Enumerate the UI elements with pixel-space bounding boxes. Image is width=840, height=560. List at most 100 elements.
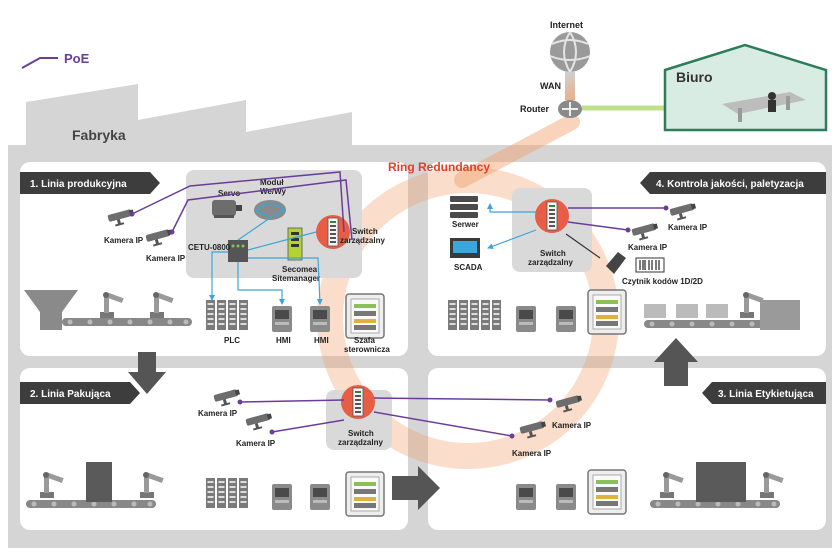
flow-arrow-right <box>392 466 440 510</box>
server-icon <box>450 196 478 218</box>
server-label: Serwer <box>452 220 479 229</box>
factory-title: Fabryka <box>72 127 126 143</box>
office-building: Biuro <box>663 43 828 132</box>
link-cetu-plc <box>209 251 228 301</box>
l4-cabinet <box>587 289 627 335</box>
l2-hmi-1 <box>272 484 292 510</box>
servo-label: Servo <box>218 189 240 198</box>
router-label: Router <box>520 104 549 114</box>
cabinet-icon <box>345 293 385 339</box>
link-server <box>487 203 536 213</box>
office-title: Biuro <box>676 69 713 85</box>
line2-switch-icon <box>340 384 376 420</box>
flow-arrow-down <box>128 352 166 394</box>
flow-arrow-up <box>654 338 698 386</box>
link-scada <box>487 229 537 250</box>
l4-rack-2 <box>459 300 468 330</box>
poe-link-l3-cam2 <box>373 411 515 439</box>
l4-hmi-2 <box>556 306 576 332</box>
servo-icon <box>212 200 242 218</box>
line2-camera-2-label: Kamera IP <box>236 439 276 448</box>
secomea-icon <box>287 227 303 261</box>
line4-camera-2-label: Kamera IP <box>628 243 668 252</box>
office-workstation-icon <box>722 92 806 122</box>
internet-label: Internet <box>550 20 583 30</box>
poe-link-cam1 <box>129 171 345 233</box>
legend: PoE <box>21 51 90 69</box>
l2-hmi-2 <box>310 484 330 510</box>
plc-rack-4 <box>239 300 248 330</box>
line3-machinery <box>650 462 784 508</box>
ring-uplink <box>454 114 580 188</box>
l2-rack-1 <box>206 478 215 508</box>
l4-rack-4 <box>481 300 490 330</box>
zone-title-line4: 4. Kontrola jakości, paletyzacja <box>656 179 804 190</box>
cetu-icon <box>228 240 248 262</box>
hmi-2-label: HMI <box>314 336 329 345</box>
poe-link-l3-cam1 <box>373 397 553 403</box>
link-reader <box>565 233 601 259</box>
router-icon <box>558 100 582 118</box>
line3-camera-2-label: Kamera IP <box>512 449 552 458</box>
l2-cabinet <box>345 471 385 517</box>
l4-rack-3 <box>470 300 479 330</box>
zone-header-line1: 1. Linia produkcyjna <box>20 172 160 194</box>
l2-rack-3 <box>228 478 237 508</box>
scada-label: SCADA <box>454 263 483 272</box>
plc-rack-2 <box>217 300 226 330</box>
cetu-label: CETU-0800 <box>188 243 231 252</box>
poe-link-l2-cam2 <box>269 419 345 435</box>
l3-cabinet <box>587 469 627 515</box>
wan-link <box>565 72 575 100</box>
internet-globe-icon <box>549 31 591 73</box>
barcode-reader-icon <box>606 252 665 274</box>
line3-camera-1-label: Kamera IP <box>552 421 592 430</box>
zone-title-line1: 1. Linia produkcyjna <box>30 179 127 190</box>
barcode-reader-label: Czytnik kodów 1D/2D <box>622 277 703 286</box>
line1-machinery <box>24 290 192 330</box>
link-cetu-module <box>237 217 271 241</box>
poe-link-l4-cam2 <box>567 221 631 233</box>
l4-rack-1 <box>448 300 457 330</box>
l3-hmi-1 <box>516 484 536 510</box>
zone-header-line3: 3. Linia Etykietująca <box>702 382 826 404</box>
plc-rack-3 <box>228 300 237 330</box>
poe-legend-line <box>21 57 58 69</box>
hmi-2-icon <box>310 306 330 332</box>
io-module-label: Moduł We/Wy <box>260 178 286 196</box>
ring-label: Ring Redundancy <box>388 160 490 174</box>
line4-switch-icon <box>534 198 570 234</box>
line2-camera-1-label: Kamera IP <box>198 409 238 418</box>
plc-label: PLC <box>224 336 240 345</box>
scada-icon <box>450 238 480 258</box>
zone-title-line2: 2. Linia Pakująca <box>30 389 111 400</box>
zone-header-line4: 4. Kontrola jakości, paletyzacja <box>640 172 826 194</box>
wan-label: WAN <box>540 81 561 91</box>
l2-rack-4 <box>239 478 248 508</box>
line3-devices: Kamera IP Kamera IP <box>373 394 784 515</box>
line1-camera-1-label: Kamera IP <box>104 236 144 245</box>
link-hmi2 <box>248 257 323 305</box>
line4-machinery <box>644 292 800 330</box>
plc-rack-1 <box>206 300 215 330</box>
line1-camera-2-label: Kamera IP <box>146 254 186 263</box>
poe-legend-label: PoE <box>64 51 90 66</box>
link-switch-cetu <box>247 231 317 251</box>
l3-hmi-2 <box>556 484 576 510</box>
hmi-1-label: HMI <box>276 336 291 345</box>
l4-hmi-1 <box>516 306 536 332</box>
link-hmi1 <box>237 262 285 305</box>
poe-link-l2-cam1 <box>237 399 345 405</box>
line2-machinery <box>26 462 164 508</box>
zone-title-line3: 3. Linia Etykietująca <box>718 389 814 400</box>
line4-camera-1-label: Kamera IP <box>668 223 708 232</box>
io-module-icon <box>254 200 286 220</box>
zone-header-line2: 2. Linia Pakująca <box>20 382 140 404</box>
